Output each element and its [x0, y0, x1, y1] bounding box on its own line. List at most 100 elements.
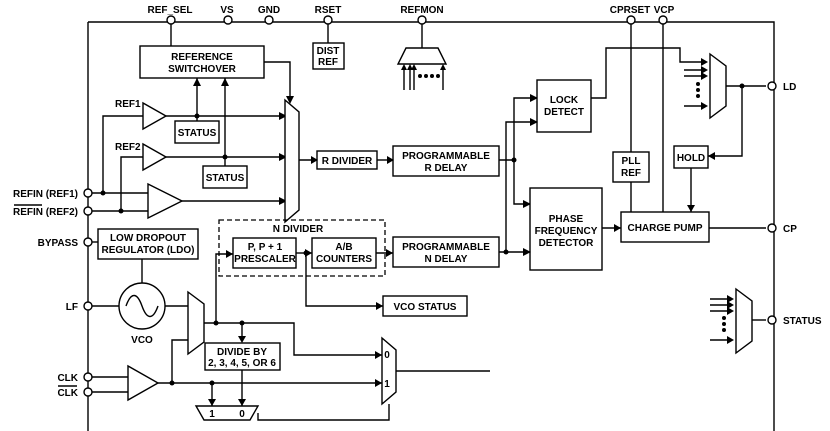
differential-buffer	[147, 182, 184, 220]
n-divider-label: N DIVIDER	[273, 224, 324, 235]
clk-to-select-mux	[171, 339, 188, 383]
pin-rset[interactable]	[323, 15, 333, 25]
pin-status-label: STATUS	[783, 316, 822, 327]
output-select-mux	[381, 336, 397, 406]
pin-rset-label: RSET	[315, 5, 342, 16]
pin-gnd[interactable]	[264, 15, 274, 25]
pin-lf[interactable]	[83, 301, 93, 311]
switchover-arrow-icon	[286, 96, 294, 104]
ab-counters-line1: A/B	[335, 242, 352, 253]
lock-detect-block	[536, 79, 592, 133]
output-mux-in-1: 1	[384, 379, 390, 390]
prescaler-line2: PRESCALER	[234, 254, 296, 265]
ldo-line2: REGULATOR (LDO)	[102, 245, 195, 256]
ld-output-mux	[709, 52, 727, 120]
pll-ref-line1: PLL	[622, 156, 641, 167]
pin-refmon-label: REFMON	[400, 5, 443, 16]
lock-detect-line2: DETECT	[544, 107, 584, 118]
status-to-switchover	[196, 78, 226, 157]
vco-clk-select-mux	[187, 290, 205, 356]
left-pins: REFIN (REF1) REFIN (REF2) BYPASS LF CLK …	[13, 188, 93, 399]
bottom-mux-control	[257, 404, 390, 421]
bottom-mux-in-1: 1	[209, 409, 215, 420]
pin-refmon[interactable]	[417, 15, 427, 25]
status-block-1-label: STATUS	[178, 128, 217, 139]
refmon-mux	[396, 47, 448, 65]
pin-cp[interactable]	[767, 223, 777, 233]
pin-refin2[interactable]	[83, 206, 93, 216]
pfd-line1: PHASE	[549, 214, 584, 225]
hold-label: HOLD	[677, 153, 705, 164]
top-pins: REF_SEL VS GND RSET REFMON CPRSET VCP	[147, 5, 675, 25]
prog-r-delay-line1: PROGRAMMABLE	[402, 151, 490, 162]
dist-ref-line1: DIST	[317, 46, 340, 57]
pin-ref-sel[interactable]	[166, 15, 176, 25]
pin-bypass-label: BYPASS	[38, 238, 79, 249]
right-pins: LD CP STATUS	[767, 81, 822, 327]
ref1-buffer	[142, 101, 168, 131]
pin-clk-b[interactable]	[83, 387, 93, 397]
pin-cprset-label: CPRSET	[610, 5, 651, 16]
ref1-input-wire	[102, 115, 143, 193]
pin-clk[interactable]	[83, 372, 93, 382]
divide-by-block	[204, 342, 281, 371]
status-output-mux	[735, 287, 753, 355]
r-divider-label: R DIVIDER	[322, 156, 373, 167]
pin-cprset[interactable]	[626, 15, 636, 25]
divide-by-line2: 2, 3, 4, 5, OR 6	[208, 358, 276, 369]
pin-clk-label: CLK	[57, 373, 78, 384]
n-path-to-lock-detect	[505, 121, 537, 252]
dist-ref-block	[312, 42, 345, 70]
output-mux-in-0: 0	[384, 350, 390, 361]
pin-vcp[interactable]	[658, 15, 668, 25]
pin-bypass[interactable]	[83, 237, 93, 247]
clk-input-wires	[92, 376, 128, 393]
switchover-control-wire	[264, 61, 291, 102]
ref2-input-wire	[120, 156, 143, 211]
programmable-r-delay-block	[392, 145, 500, 177]
pfd-line3: DETECTOR	[539, 238, 595, 249]
ldo-block	[97, 228, 199, 260]
bottom-select-mux	[194, 405, 260, 421]
vco-label: VCO	[131, 335, 153, 346]
pin-ld-label: LD	[783, 82, 796, 93]
prog-n-delay-line2: N DELAY	[425, 254, 468, 265]
chip-outline	[87, 21, 775, 431]
counters-to-vco-status	[305, 253, 383, 307]
pin-ld[interactable]	[767, 81, 777, 91]
programmable-n-delay-block	[392, 236, 500, 268]
prog-n-delay-line1: PROGRAMMABLE	[402, 242, 490, 253]
sine-wave-icon	[125, 294, 159, 318]
charge-pump-label: CHARGE PUMP	[627, 223, 702, 234]
vco-status-label: VCO STATUS	[394, 302, 457, 313]
status-block-2-label: STATUS	[206, 173, 245, 184]
bottom-mux-in-0: 0	[239, 409, 245, 420]
ref2-label: REF2	[115, 142, 141, 153]
pin-vs[interactable]	[223, 15, 233, 25]
refin-wires	[92, 192, 148, 212]
prog-r-delay-line2: R DELAY	[425, 163, 468, 174]
reference-switchover-line1: REFERENCE	[171, 52, 233, 63]
pin-vcp-label: VCP	[654, 5, 675, 16]
pfd-line2: FREQUENCY	[535, 226, 598, 237]
prescaler-line1: P, P + 1	[248, 242, 283, 253]
pin-lf-label: LF	[66, 302, 78, 313]
divide-by-line1: DIVIDE BY	[217, 347, 267, 358]
dist-ref-line2: REF	[318, 57, 338, 68]
pin-cp-label: CP	[783, 224, 797, 235]
ab-counters-line2: COUNTERS	[316, 254, 372, 265]
ldo-line1: LOW DROPOUT	[110, 233, 186, 244]
clk-input-buffer	[127, 364, 160, 402]
pin-gnd-label: GND	[258, 5, 280, 16]
ld-mux-inputs	[684, 58, 708, 110]
lock-detect-line1: LOCK	[550, 95, 579, 106]
divide-bypass-wire	[242, 322, 382, 356]
ref2-buffer	[142, 142, 168, 172]
pin-status[interactable]	[767, 315, 777, 325]
pin-refin1-label: REFIN (REF1)	[13, 189, 78, 200]
reference-switchover-line2: SWITCHOVER	[168, 64, 237, 75]
pin-ref-sel-label: REF_SEL	[147, 5, 192, 16]
ref1-label: REF1	[115, 99, 141, 110]
pin-refin1[interactable]	[83, 188, 93, 198]
